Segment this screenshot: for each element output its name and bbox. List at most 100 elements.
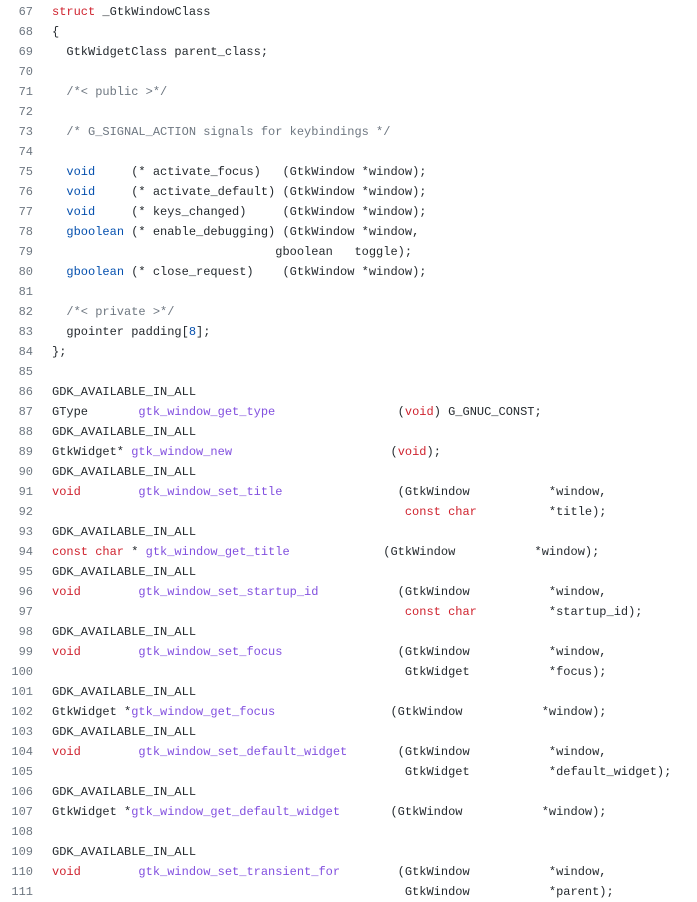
line-number[interactable]: 101	[11, 685, 33, 699]
code-line: 80 gboolean (* close_request) (GtkWindow…	[0, 262, 697, 282]
code-token: GtkWidget *	[52, 705, 132, 719]
code-text: const char *title);	[52, 502, 607, 522]
code-token: GDK_AVAILABLE_IN_ALL	[52, 785, 197, 799]
code-line: 110 void gtk_window_set_transient_for (Gt…	[0, 862, 697, 882]
code-token: ) G_GNUC_CONST;	[433, 405, 542, 419]
line-number[interactable]: 83	[18, 325, 33, 339]
code-token: gtk_window_set_startup_id	[138, 585, 319, 599]
code-text: GDK_AVAILABLE_IN_ALL	[52, 422, 196, 442]
code-token: (* enable_debugging) (GtkWindow *window,	[124, 225, 420, 239]
code-text: /*< private >*/	[52, 302, 174, 322]
line-number[interactable]: 110	[11, 865, 33, 879]
code-token: );	[426, 445, 441, 459]
line-number[interactable]: 69	[18, 45, 33, 59]
line-number[interactable]: 90	[18, 465, 33, 479]
line-number[interactable]: 94	[18, 545, 33, 559]
code-token: /* G_SIGNAL_ACTION signals for keybindin…	[52, 125, 391, 139]
code-line: 83 gpointer padding[8];	[0, 322, 697, 342]
code-text: GDK_AVAILABLE_IN_ALL	[52, 682, 196, 702]
code-token: void	[52, 865, 81, 879]
line-number[interactable]: 75	[18, 165, 33, 179]
code-line: 85	[0, 362, 697, 382]
code-text: gpointer padding[8];	[52, 322, 210, 342]
code-token: *startup_id);	[476, 605, 643, 619]
code-token	[81, 745, 139, 759]
code-token: gboolean	[66, 225, 125, 239]
code-token: GtkWindow *parent);	[52, 885, 614, 899]
code-token: 8	[188, 325, 197, 339]
code-token: gboolean toggle);	[52, 245, 413, 259]
line-number[interactable]: 89	[18, 445, 33, 459]
line-number[interactable]: 97	[18, 605, 33, 619]
code-text: void gtk_window_set_transient_for (GtkWi…	[52, 862, 607, 882]
line-number[interactable]: 85	[18, 365, 33, 379]
line-number[interactable]: 74	[18, 145, 33, 159]
code-line: 98 GDK_AVAILABLE_IN_ALL	[0, 622, 697, 642]
line-number[interactable]: 93	[18, 525, 33, 539]
line-number[interactable]: 77	[18, 205, 33, 219]
code-text: const char *startup_id);	[52, 602, 643, 622]
line-number[interactable]: 92	[18, 505, 33, 519]
code-token: gtk_window_get_focus	[131, 705, 276, 719]
code-token	[52, 505, 405, 519]
code-token: gtk_window_set_focus	[138, 645, 283, 659]
line-number[interactable]: 88	[18, 425, 33, 439]
line-number[interactable]: 70	[18, 65, 33, 79]
line-number[interactable]: 95	[18, 565, 33, 579]
line-number[interactable]: 106	[11, 785, 33, 799]
code-token: GDK_AVAILABLE_IN_ALL	[52, 845, 197, 859]
line-number[interactable]: 68	[18, 25, 33, 39]
code-line: 101 GDK_AVAILABLE_IN_ALL	[0, 682, 697, 702]
code-text: gboolean (* enable_debugging) (GtkWindow…	[52, 222, 419, 242]
code-line: 84};	[0, 342, 697, 362]
code-token: GtkWidgetClass parent_class;	[52, 45, 269, 59]
code-token: GType	[52, 405, 139, 419]
line-number[interactable]: 111	[11, 885, 33, 899]
line-number[interactable]: 109	[11, 845, 33, 859]
line-number[interactable]: 102	[11, 705, 33, 719]
code-token: struct	[52, 5, 96, 19]
line-number[interactable]: 96	[18, 585, 33, 599]
code-token: const char	[404, 505, 477, 519]
code-line: 77 void (* keys_changed) (GtkWindow *win…	[0, 202, 697, 222]
line-number[interactable]: 78	[18, 225, 33, 239]
line-number[interactable]: 79	[18, 245, 33, 259]
code-text: gboolean (* close_request) (GtkWindow *w…	[52, 262, 426, 282]
code-text: GDK_AVAILABLE_IN_ALL	[52, 622, 196, 642]
line-number[interactable]: 99	[18, 645, 33, 659]
line-number[interactable]: 98	[18, 625, 33, 639]
line-number[interactable]: 72	[18, 105, 33, 119]
line-number[interactable]: 67	[18, 5, 33, 19]
line-number[interactable]: 105	[11, 765, 33, 779]
code-token: (GtkWindow *window);	[340, 805, 607, 819]
code-token: void	[52, 585, 81, 599]
line-number[interactable]: 87	[18, 405, 33, 419]
code-line: 111 GtkWindow *parent);	[0, 882, 697, 902]
code-text: GtkWidget *gtk_window_get_focus (GtkWind…	[52, 702, 607, 722]
line-number[interactable]: 103	[11, 725, 33, 739]
line-number[interactable]: 76	[18, 185, 33, 199]
line-number[interactable]: 84	[18, 345, 33, 359]
line-number[interactable]: 71	[18, 85, 33, 99]
line-number[interactable]: 82	[18, 305, 33, 319]
line-number[interactable]: 107	[11, 805, 33, 819]
line-number[interactable]: 91	[18, 485, 33, 499]
code-text: gboolean toggle);	[52, 242, 412, 262]
code-text: GDK_AVAILABLE_IN_ALL	[52, 382, 196, 402]
code-line: 81	[0, 282, 697, 302]
line-number[interactable]: 86	[18, 385, 33, 399]
code-token: gboolean	[66, 265, 125, 279]
line-number[interactable]: 81	[18, 285, 33, 299]
line-number[interactable]: 104	[11, 745, 33, 759]
code-line: 86 GDK_AVAILABLE_IN_ALL	[0, 382, 697, 402]
line-number[interactable]: 108	[11, 825, 33, 839]
line-number[interactable]: 80	[18, 265, 33, 279]
line-number[interactable]: 73	[18, 125, 33, 139]
line-number[interactable]: 100	[11, 665, 33, 679]
